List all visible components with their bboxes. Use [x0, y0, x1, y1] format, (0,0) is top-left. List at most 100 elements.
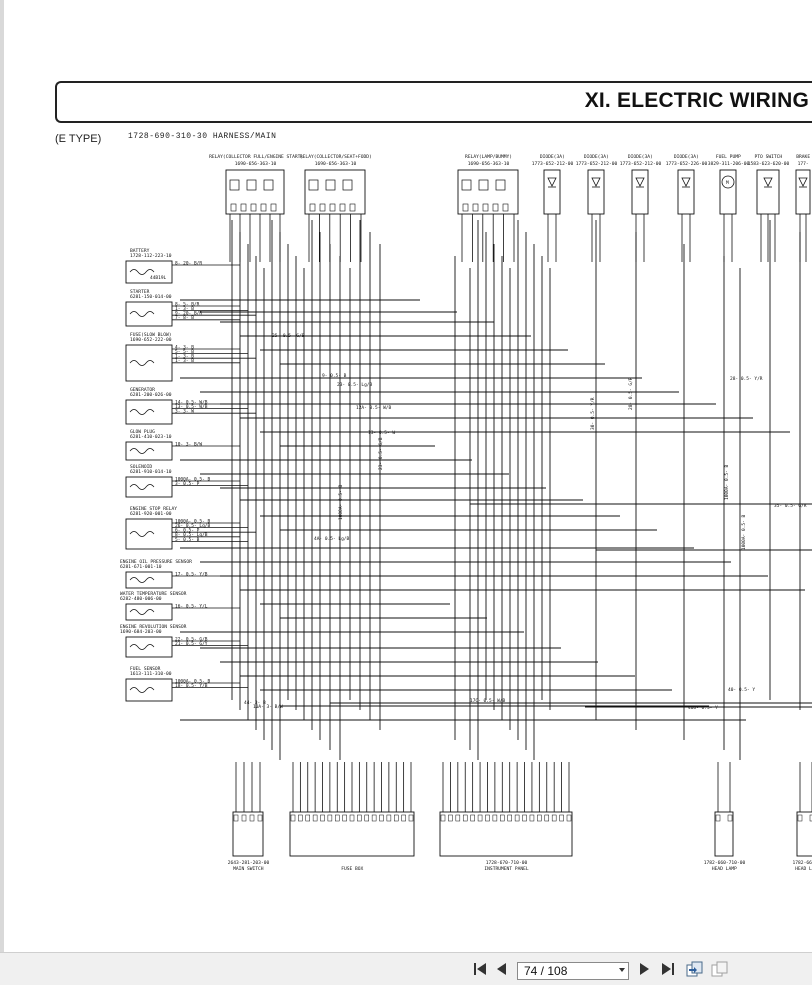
next-page-button[interactable] — [634, 959, 654, 979]
wire-label: 1- 3- B — [175, 358, 194, 364]
component-box — [544, 170, 560, 214]
left-component: ENGINE OIL PRESSURE SENSOR6281-671-001-1… — [120, 559, 240, 588]
component-name: PTO SWITCH — [755, 154, 783, 160]
wire-label: 28- 0.5- G/R — [628, 377, 634, 410]
component-box — [126, 679, 172, 701]
component-box — [126, 477, 172, 497]
wire-label: 30- 0.5- Y/R — [590, 397, 596, 430]
component-name: RELAY(COLLECTOR/SEAT+FODD) — [300, 154, 372, 160]
component-part: 2643-281-203-00 — [228, 860, 270, 866]
pdf-toolbar: 74 / 108 — [0, 952, 812, 985]
component-name: RELAY(LAMP/BUMMY) — [465, 154, 512, 160]
component-part: 6281-920-001-00 — [130, 511, 172, 517]
component-box — [233, 812, 263, 856]
component-note: 44B19L — [150, 275, 167, 281]
page-number-select[interactable]: 74 / 108 — [517, 962, 629, 980]
top-component: DIODE(3A)1773-652-212-00 — [576, 154, 618, 262]
component-part: 1782-660-7 — [793, 860, 812, 866]
component-name: DIODE(3A) — [584, 154, 609, 160]
wire-label: 10A- 3- B/W — [253, 704, 283, 710]
wire-label: 5- 0.5- B — [175, 537, 200, 543]
component-name: RELAY(COLLECTOR FULL/ENGINE START) — [209, 154, 303, 160]
component-part: 6281-671-001-10 — [120, 564, 162, 570]
wire-label: 25- 0.5- G/B — [272, 333, 305, 339]
top-component: DIODE(3A)1773-652-212-00 — [620, 154, 662, 262]
top-component: DIODE(3A)1773-652-212-00 — [532, 154, 574, 262]
component-name: FUSE BOX — [341, 866, 363, 872]
copy-page-button[interactable] — [710, 959, 730, 979]
component-box — [678, 170, 694, 214]
component-box — [290, 812, 414, 856]
component-part: 1690-656-363-10 — [468, 161, 510, 167]
component-box — [126, 604, 172, 620]
last-page-icon — [661, 962, 675, 976]
last-page-button[interactable] — [658, 959, 678, 979]
component-name: HEAD LAMP — [712, 866, 737, 872]
component-box — [126, 519, 172, 549]
bottom-component: FUSE BOX — [290, 762, 414, 872]
top-component: RELAY(COLLECTOR/SEAT+FODD)1690-656-363-1… — [300, 154, 372, 262]
left-component: FUSE(SLOW BLOW)1690-652-222-004- 3- B5- … — [126, 332, 256, 381]
component-name: BRAKE — [796, 154, 810, 160]
wire-label: 40- 0.5- Y — [728, 687, 755, 693]
component-name: MAIN SWITCH — [233, 866, 264, 872]
export-page-button[interactable] — [685, 959, 705, 979]
component-part: 6281-200-026-00 — [130, 392, 172, 398]
first-page-icon — [473, 962, 487, 976]
wire-label: 16- 0.5- Y/L — [175, 603, 208, 609]
component-part: 1690-652-222-00 — [130, 337, 172, 343]
wire-label: 8- 20- B/R — [175, 260, 202, 266]
component-name: DIODE(3A) — [540, 154, 565, 160]
component-part: 1583-623-620-00 — [748, 161, 790, 167]
wire-label: 10- 3- B/W — [175, 441, 202, 447]
wire-label: 23- 0.5- G/B — [378, 437, 384, 470]
previous-page-button[interactable] — [492, 959, 512, 979]
component-part: 1728-112-223-10 — [130, 253, 172, 259]
component-part: 6281-150-014-00 — [130, 294, 172, 300]
wire-label: 9- 0.5- B — [322, 373, 347, 379]
component-name: DIODE(3A) — [674, 154, 699, 160]
component-part: 1690-684-203-00 — [120, 629, 162, 635]
wire-label: 28- 0.5- Y/R — [730, 376, 763, 382]
chevron-down-icon — [619, 968, 625, 972]
component-part: 1613-111-310-00 — [130, 671, 172, 677]
bottom-component: 1782-660-7HEAD LAM — [793, 762, 812, 872]
component-box — [632, 170, 648, 214]
svg-text:M: M — [726, 180, 729, 186]
wire-label: 13- 0.5- W — [368, 430, 395, 436]
component-box — [126, 400, 172, 424]
component-part: 1773-652-212-00 — [620, 161, 662, 167]
wire-label: 1000A- 0.5- B — [724, 464, 730, 500]
first-page-button[interactable] — [470, 959, 490, 979]
top-component: RELAY(LAMP/BUMMY)1690-656-363-10 — [458, 154, 518, 262]
wiring-diagram: RELAY(COLLECTOR FULL/ENGINE START) 1690-6… — [0, 0, 812, 952]
component-part: 6282-480-006-00 — [120, 596, 162, 602]
component-part: 1782-660-710-00 — [704, 860, 746, 866]
wire-label: 18- 0.5- Y/B — [175, 683, 208, 689]
top-components: RELAY(COLLECTOR FULL/ENGINE START) 1690-6… — [209, 154, 810, 262]
component-part: 1773-652-212-00 — [576, 161, 618, 167]
component-part: 1690-656-363-10 — [315, 161, 357, 167]
page-number-value: 74 / 108 — [518, 964, 567, 978]
wire-label: 3- 0.5- P — [175, 481, 200, 487]
top-component: RELAY(COLLECTOR FULL/ENGINE START)1690-6… — [209, 154, 303, 262]
wire-label: 12A- 0.5- W/B — [356, 405, 392, 411]
component-box — [715, 812, 733, 856]
component-part: 1773-652-226-00 — [666, 161, 708, 167]
component-box — [720, 170, 736, 214]
component-box — [126, 442, 172, 460]
wire-network — [180, 220, 812, 760]
export-page-icon — [686, 961, 704, 977]
